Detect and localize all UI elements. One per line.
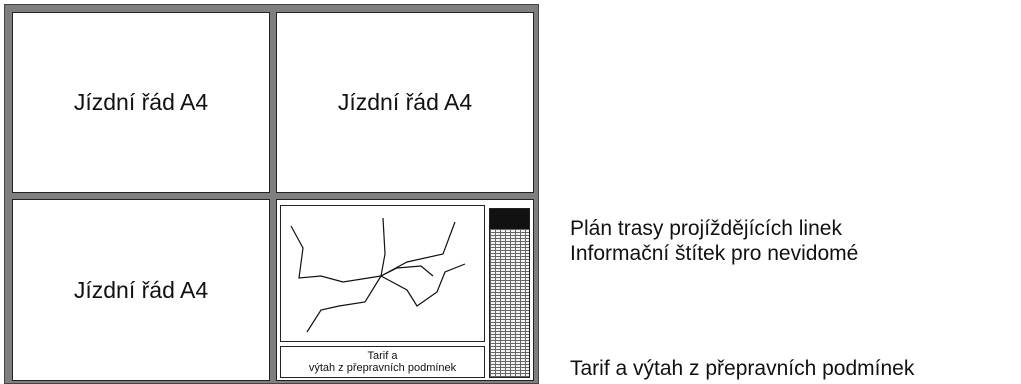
braille-label-plate xyxy=(489,208,530,378)
timetable-panel-bottom-left: Jízdní řád A4 xyxy=(12,199,270,381)
display-board: Jízdní řád A4 Jízdní řád A4 Jízdní řád A… xyxy=(4,4,539,384)
route-line xyxy=(380,265,434,277)
braille-dot-grid xyxy=(490,229,529,377)
legend-route-plan: Plán trasy projíždějících linek xyxy=(570,217,842,240)
info-panel-bottom-right: Tarif a výtah z přepravních podmínek xyxy=(276,199,534,381)
braille-plate-header xyxy=(490,209,529,229)
tariff-line-1: Tarif a xyxy=(367,350,398,362)
timetable-label: Jízdní řád A4 xyxy=(337,89,473,115)
route-line xyxy=(380,263,466,307)
tariff-line-2: výtah z přepravních podmínek xyxy=(308,362,457,374)
route-line xyxy=(380,217,456,278)
legend-tariff: Tarif a výtah z přepravních podmínek xyxy=(570,357,915,380)
timetable-label: Jízdní řád A4 xyxy=(73,89,209,115)
timetable-label: Jízdní řád A4 xyxy=(73,276,209,303)
route-lines-graphic xyxy=(290,217,466,333)
route-line xyxy=(306,275,382,333)
timetable-panel-top-left: Jízdní řád A4 xyxy=(12,12,270,193)
legend-braille-label: Informační štítek pro nevidomé xyxy=(570,242,859,265)
timetable-panel-top-right: Jízdní řád A4 xyxy=(276,12,534,193)
route-line xyxy=(290,225,382,283)
route-plan-map xyxy=(280,205,485,342)
tariff-box: Tarif a výtah z přepravních podmínek xyxy=(280,346,485,378)
